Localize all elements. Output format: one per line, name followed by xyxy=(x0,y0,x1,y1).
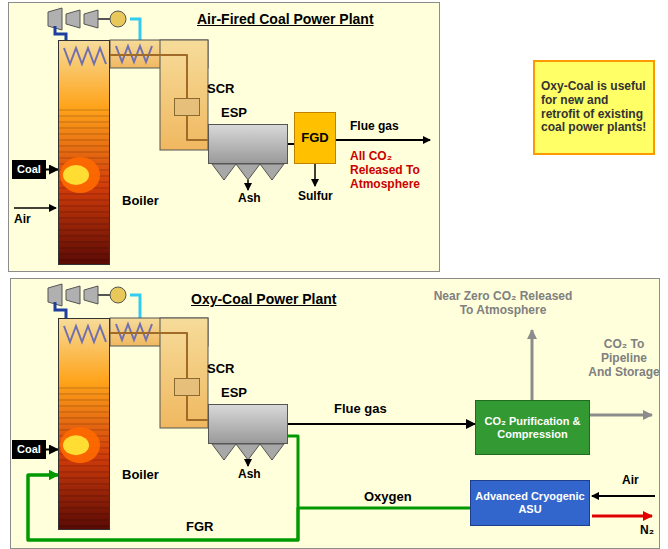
steam-pipe-part xyxy=(130,19,140,42)
flow-connector xyxy=(110,55,187,98)
stream-label: Ash xyxy=(238,468,261,482)
stream-label: Flue gas xyxy=(350,120,399,134)
storage-note: CO₂ To Pipeline And Storage xyxy=(588,338,660,379)
emission-note: All CO₂ Released To Atmosphere xyxy=(350,150,438,191)
panel-ground-part xyxy=(8,2,440,272)
panel-ground xyxy=(8,2,660,549)
unit-label: ESP xyxy=(221,106,247,121)
stream-label: Sulfur xyxy=(298,190,333,204)
ash-hopper-part xyxy=(260,444,284,460)
tube-bank xyxy=(116,46,152,340)
scr-box: SCR xyxy=(174,378,200,396)
turbine-symbol-part xyxy=(98,18,110,20)
coal-box: Coal xyxy=(12,440,46,459)
flow-connector xyxy=(187,116,208,140)
flow-arrow-part xyxy=(314,164,316,186)
ash-hopper-part xyxy=(247,460,249,466)
flow-arrow-part xyxy=(336,139,430,141)
box-text: Advanced Cryogenic ASU xyxy=(475,490,585,515)
edge-label: Flue gas xyxy=(332,402,389,417)
turbine-symbol-part xyxy=(66,286,80,304)
unit-label: ESP xyxy=(221,386,247,401)
flow-arrow-part xyxy=(592,495,655,497)
box-text: Oxy-Coal is useful for new and retrofit … xyxy=(541,80,647,135)
coal-box: Coal xyxy=(12,160,46,179)
esp-box: ESP xyxy=(208,404,288,444)
boiler-label: Boiler xyxy=(122,194,159,209)
stream-label: Air xyxy=(622,474,639,488)
flue-duct-part xyxy=(160,40,208,150)
unit-label: SCR xyxy=(207,82,234,97)
panel-title: Air-Fired Coal Power Plant xyxy=(197,11,374,27)
ash-hopper-part xyxy=(247,180,249,190)
asu-box: Advanced Cryogenic ASU xyxy=(470,480,590,526)
turbine-symbol-part xyxy=(98,294,110,296)
stream-label: Air xyxy=(14,213,31,227)
flow-connector xyxy=(110,333,187,378)
boiler-shape: Boiler xyxy=(58,318,110,530)
boiler-label: Boiler xyxy=(122,468,159,483)
esp-box: ESP xyxy=(208,124,288,164)
boiler-outline xyxy=(58,318,110,530)
stream-label: N₂ xyxy=(640,524,654,538)
turbine-symbol-part xyxy=(66,10,80,28)
scr-box: SCR xyxy=(174,98,200,116)
boiler-shape: Boiler xyxy=(58,40,110,265)
box-text: FGD xyxy=(301,131,328,146)
turbine-symbol-part xyxy=(84,10,98,28)
steam-pipe-part xyxy=(55,302,66,320)
purification-box: CO₂ Purification & Compression xyxy=(475,400,590,455)
flow-arrow-part xyxy=(590,414,652,417)
flow-arrow xyxy=(14,140,655,516)
unit-label: SCR xyxy=(207,362,234,377)
box-text: Coal xyxy=(17,443,41,456)
callout-box: Oxy-Coal is useful for new and retrofit … xyxy=(533,60,655,155)
panel-title: Oxy-Coal Power Plant xyxy=(191,291,336,307)
flow-connector xyxy=(288,423,475,425)
flue-duct-part xyxy=(160,318,208,428)
fgd-box: FGD xyxy=(294,112,336,164)
ash-hopper-part xyxy=(236,444,260,460)
flow-connector xyxy=(187,396,208,420)
box-text: Coal xyxy=(17,163,41,176)
steam-pipe-part xyxy=(130,295,140,320)
turbine-symbol-part xyxy=(110,287,126,303)
emission-note: Near Zero CO₂ Released To Atmosphere xyxy=(428,290,578,318)
flow-connector xyxy=(46,449,58,451)
turbine-symbol-part xyxy=(110,11,126,27)
steam-pipe-part xyxy=(55,26,66,42)
flow-arrow-part xyxy=(14,207,56,209)
turbine-symbol-part xyxy=(84,286,98,304)
flow-arrow-part xyxy=(592,515,652,518)
edge-label: FGR xyxy=(184,520,215,535)
flow-arrow-part xyxy=(531,330,534,400)
ash-hopper-part xyxy=(212,164,236,180)
boiler-outline xyxy=(58,40,110,265)
plant-panel: Air-Fired Coal Power PlantCoalBoilerSCRE… xyxy=(8,2,440,272)
flow-connector xyxy=(46,169,58,171)
flue-duct xyxy=(110,40,208,428)
ash-hopper-part xyxy=(236,164,260,180)
ash-hopper-part xyxy=(212,444,236,460)
ash-hopper-part xyxy=(260,164,284,180)
stream-label: Ash xyxy=(238,192,261,206)
edge-label: Oxygen xyxy=(362,490,414,505)
box-text: CO₂ Purification & Compression xyxy=(480,415,585,440)
panel-ground-part xyxy=(10,278,660,549)
